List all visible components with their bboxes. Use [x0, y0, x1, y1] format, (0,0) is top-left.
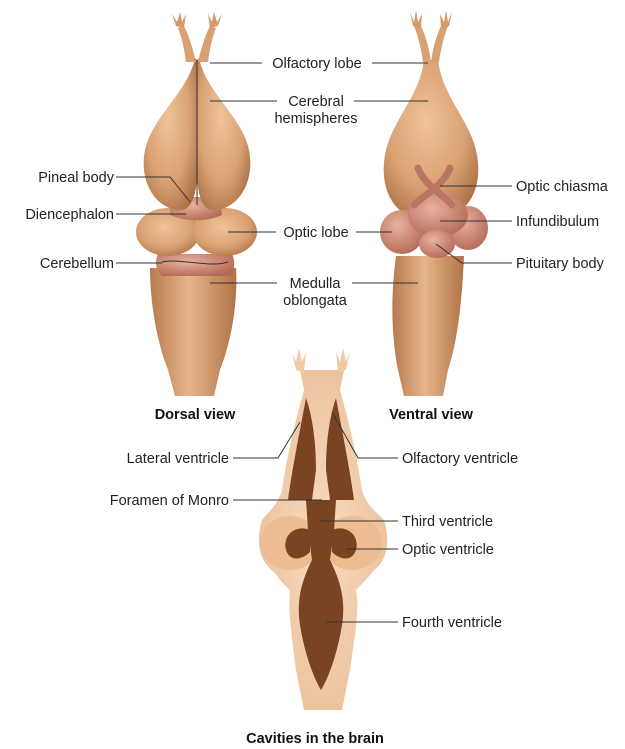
caption-ventral-view: Ventral view	[389, 407, 474, 423]
label-optic-chiasma: Optic chiasma	[516, 179, 609, 195]
label-fourth-ventricle: Fourth ventricle	[402, 615, 502, 631]
dorsal-medulla	[150, 268, 236, 396]
label-medulla: Medulla	[290, 276, 342, 292]
label-optic-ventricle: Optic ventricle	[402, 542, 494, 558]
label-foramen-of-monro: Foramen of Monro	[110, 493, 229, 509]
dorsal-view	[136, 12, 257, 396]
ventral-view	[380, 10, 488, 396]
label-infundibulum: Infundibulum	[516, 214, 599, 230]
label-diencephalon: Diencephalon	[25, 207, 114, 223]
label-olfactory-ventricle: Olfactory ventricle	[402, 451, 518, 467]
dorsal-hemisphere-left	[144, 58, 197, 210]
cavities-section	[259, 348, 387, 710]
label-olfactory-lobe: Olfactory lobe	[272, 56, 361, 72]
label-hemispheres: hemispheres	[274, 111, 357, 127]
dorsal-cerebellum	[156, 254, 234, 276]
label-oblongata: oblongata	[283, 293, 348, 309]
caption-cavities: Cavities in the brain	[246, 731, 384, 747]
label-cerebellum: Cerebellum	[40, 256, 114, 272]
label-third-ventricle: Third ventricle	[402, 514, 493, 530]
label-pineal-body: Pineal body	[38, 170, 115, 186]
label-lateral-ventricle: Lateral ventricle	[127, 451, 229, 467]
label-pituitary-body: Pituitary body	[516, 256, 605, 272]
ventral-medulla	[392, 256, 464, 396]
dorsal-hemisphere-right	[197, 58, 250, 210]
caption-dorsal-view: Dorsal view	[155, 407, 236, 423]
label-cerebral: Cerebral	[288, 94, 344, 110]
label-optic-lobe: Optic lobe	[283, 225, 348, 241]
